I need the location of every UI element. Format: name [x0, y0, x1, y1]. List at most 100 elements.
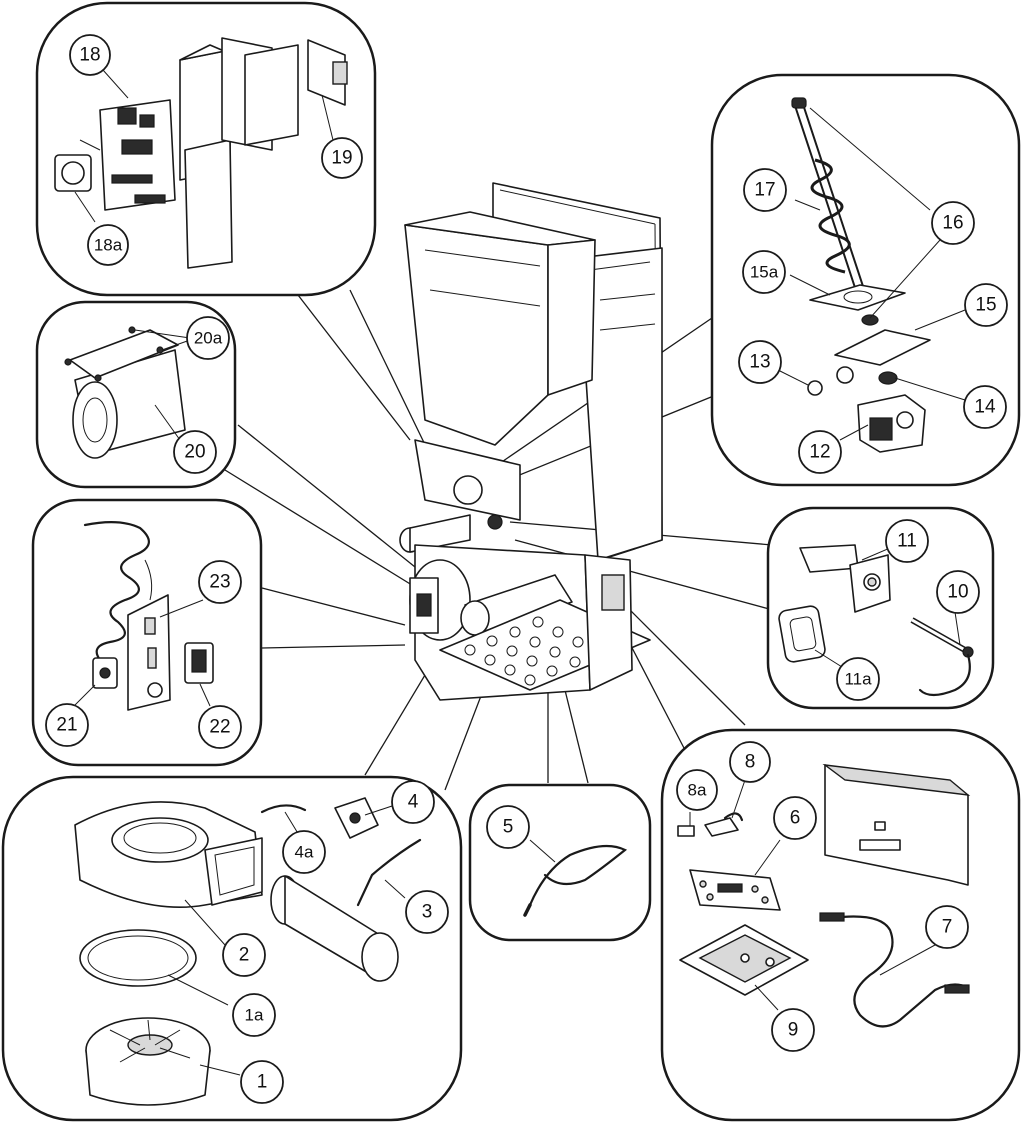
callout-number: 4a	[295, 843, 314, 862]
callout-circle	[743, 168, 787, 212]
callout-circle	[676, 769, 718, 811]
callout-23: 23	[198, 560, 242, 604]
callout-circle	[729, 741, 771, 783]
callout-1a: 1a	[232, 993, 276, 1037]
coupler-14	[878, 371, 898, 385]
motor-bracket	[834, 329, 931, 366]
callout-circle	[232, 993, 276, 1037]
callout-11a: 11a	[836, 657, 880, 701]
callout-number: 16	[942, 213, 963, 234]
heat-exchanger-plate	[69, 329, 179, 379]
callout-number: 18	[79, 45, 100, 66]
silicone-hose	[260, 804, 307, 814]
callout-number: 18a	[94, 236, 123, 255]
callout-number: 11	[897, 531, 917, 552]
callout-circle	[925, 905, 969, 949]
circuit-board	[99, 99, 176, 211]
display-board	[307, 39, 346, 106]
panel-switch: 21 22 23	[31, 498, 263, 767]
callout-circle	[391, 780, 435, 824]
callout-circle	[405, 890, 449, 934]
callout-circle	[885, 519, 929, 563]
fan-gasket	[79, 929, 197, 987]
callout-number: 6	[790, 808, 801, 829]
callout-12: 12	[798, 430, 842, 474]
callout-number: 22	[209, 717, 230, 738]
callout-20: 20	[173, 430, 217, 474]
callout-14: 14	[963, 385, 1007, 429]
temperature-probe-cable	[528, 844, 628, 907]
callout-number: 20a	[194, 329, 223, 348]
callout-4: 4	[391, 780, 435, 824]
sensor-8	[704, 817, 739, 837]
callout-number: 7	[942, 917, 953, 938]
panel-igniter: 11 10 11a	[766, 506, 995, 710]
callout-number: 12	[809, 442, 830, 463]
hopper-body	[404, 224, 549, 446]
callout-22: 22	[198, 705, 242, 749]
callout-11: 11	[885, 519, 929, 563]
callout-circle	[771, 1008, 815, 1052]
callout-number: 11a	[844, 670, 872, 689]
callout-1: 1	[240, 1060, 284, 1104]
callout-number: 1a	[245, 1006, 264, 1025]
callout-15: 15	[964, 283, 1008, 327]
fan-outlet	[204, 837, 263, 906]
callout-7: 7	[925, 905, 969, 949]
callout-number: 13	[749, 352, 770, 373]
callout-10: 10	[936, 570, 980, 614]
callout-number: 21	[56, 715, 77, 736]
callout-number: 2	[239, 945, 250, 966]
power-cord	[83, 521, 150, 662]
callout-circle	[282, 830, 326, 874]
callout-15a: 15a	[742, 250, 786, 294]
nut-13	[807, 380, 823, 396]
hopper-side	[547, 239, 596, 396]
callout-circle	[198, 560, 242, 604]
callout-circle	[936, 570, 980, 614]
callout-number: 9	[788, 1020, 799, 1041]
bushing-top	[791, 97, 807, 109]
callout-number: 15	[975, 295, 996, 316]
callout-number: 19	[331, 148, 352, 169]
callout-circle	[738, 340, 782, 384]
callout-5: 5	[486, 805, 530, 849]
callout-circle	[836, 657, 880, 701]
auger-gasket	[778, 605, 826, 663]
callout-number: 15a	[750, 263, 779, 282]
callout-number: 8a	[688, 781, 707, 800]
callout-circle	[486, 805, 530, 849]
auger-motor	[453, 475, 483, 505]
display-cable	[830, 915, 970, 1028]
power-switch-plate	[409, 577, 439, 634]
control-box	[184, 139, 233, 269]
callout-4a: 4a	[282, 830, 326, 874]
callout-number: 5	[503, 817, 514, 838]
callout-circle	[240, 1060, 284, 1104]
callout-17: 17	[743, 168, 787, 212]
callout-3: 3	[405, 890, 449, 934]
callout-circle	[222, 933, 266, 977]
callout-18a: 18a	[87, 224, 129, 266]
auger-gasket-15a	[809, 284, 906, 311]
callout-circle	[198, 705, 242, 749]
callout-number: 3	[422, 902, 433, 923]
callout-9: 9	[771, 1008, 815, 1052]
callout-circle	[45, 703, 89, 747]
callout-8: 8	[729, 741, 771, 783]
callout-circle	[964, 283, 1008, 327]
callout-13: 13	[738, 340, 782, 384]
callout-number: 10	[947, 582, 968, 603]
callout-19: 19	[321, 137, 363, 179]
callout-circle	[173, 430, 217, 474]
panel-sensor: 5	[468, 783, 652, 942]
callout-circle	[798, 430, 842, 474]
callout-circle	[69, 34, 111, 76]
callout-20a: 20a	[186, 316, 230, 360]
callout-21: 21	[45, 703, 89, 747]
callout-number: 8	[745, 752, 756, 773]
callout-number: 20	[184, 442, 205, 463]
auger-tube	[799, 544, 859, 573]
callout-circle	[963, 385, 1007, 429]
